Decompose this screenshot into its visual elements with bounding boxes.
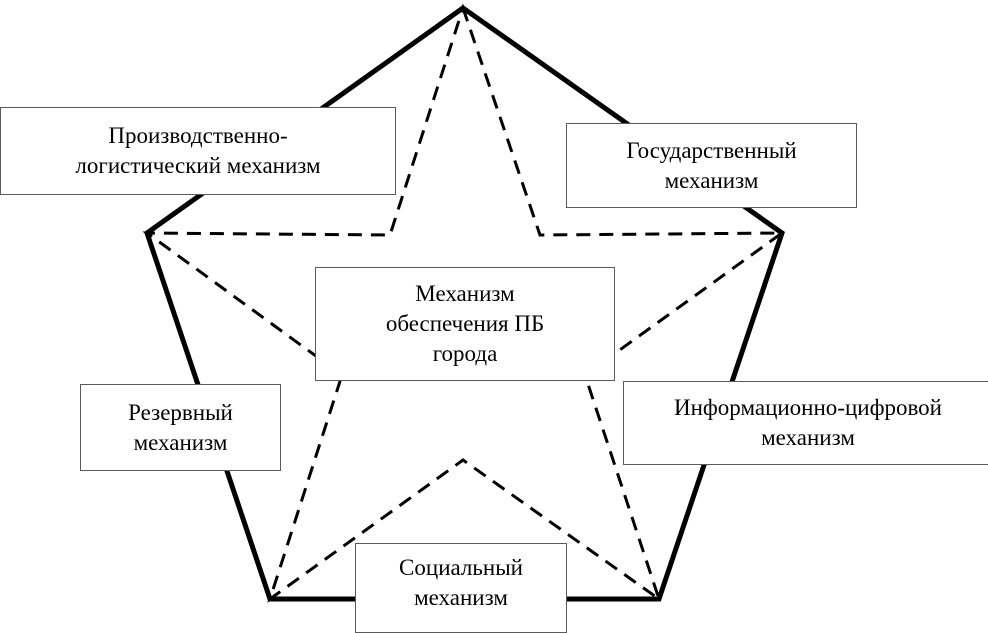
production-logistics-mechanism-label: Производственно- логистический механизм — [75, 123, 321, 178]
reserve-mechanism-box: Резервный механизм — [80, 384, 281, 471]
state-mechanism-label: Государственный механизм — [626, 137, 797, 193]
star-outline — [142, 3, 787, 603]
social-mechanism-box: Социальный механизм — [355, 543, 567, 633]
info-digital-mechanism-box: Информационно-цифровой механизм — [623, 381, 988, 465]
state-mechanism-box: Государственный механизм — [566, 123, 857, 208]
center-mechanism-box: Механизм обеспечения ПБ города — [315, 267, 615, 381]
production-logistics-mechanism-box: Производственно- логистический механизм — [0, 107, 396, 195]
info-digital-mechanism-label: Информационно-цифровой механизм — [673, 395, 942, 450]
social-mechanism-label: Социальный механизм — [399, 555, 523, 610]
center-mechanism-label: Механизм обеспечения ПБ города — [385, 281, 545, 366]
reserve-mechanism-label: Резервный механизм — [128, 399, 233, 455]
